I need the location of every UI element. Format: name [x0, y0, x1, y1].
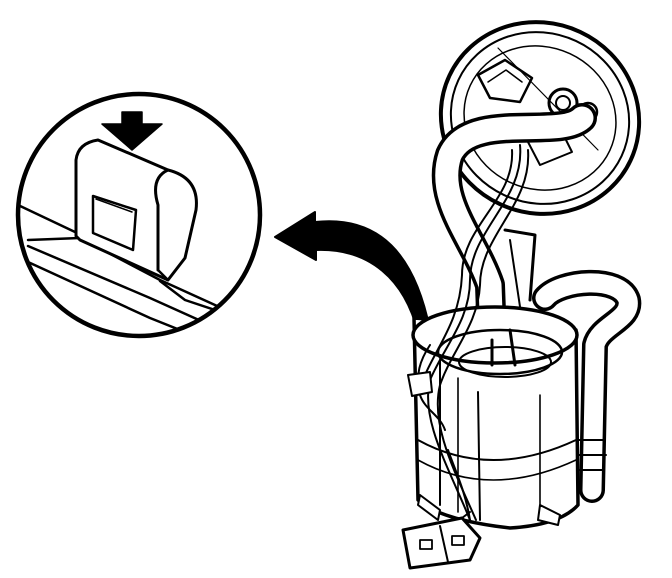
magnifier-circle-outline: [15, 91, 263, 339]
fuel-line-hose: [431, 103, 597, 355]
press-direction-arrow: [101, 111, 163, 151]
callout-arrow: [274, 211, 431, 334]
fuel-pump-module: [401, 20, 642, 570]
pump-reservoir-housing: [411, 305, 580, 530]
wiring-harness: [407, 144, 530, 521]
detail-magnifier: [15, 91, 263, 339]
release-tab: [74, 138, 198, 282]
electrical-connector: [401, 511, 482, 570]
return-hose: [532, 269, 642, 503]
